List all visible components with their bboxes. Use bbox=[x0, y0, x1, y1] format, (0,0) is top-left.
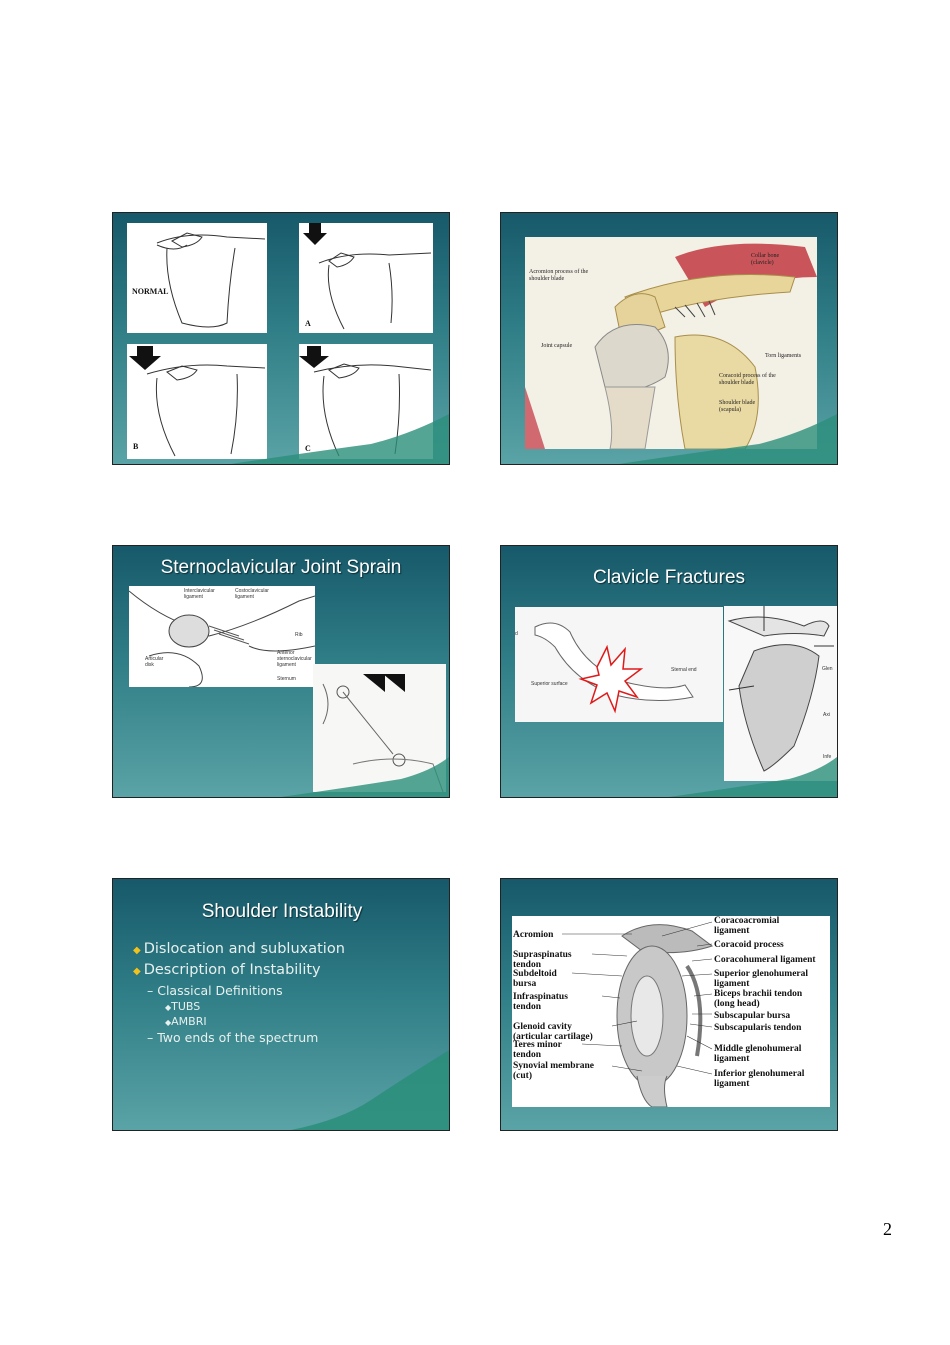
label-right: Coracoacromial ligament bbox=[714, 916, 780, 936]
diamond-bullet-icon: ◆ bbox=[165, 1003, 172, 1012]
label-costoclavicular: Costoclavicular ligament bbox=[235, 588, 269, 600]
label-acromion: Acromion process of the shoulder blade bbox=[529, 269, 589, 282]
label-sternum: Sternum bbox=[277, 676, 296, 682]
shoulder-anatomy-illustration: Acromion process of the shoulder blade C… bbox=[525, 237, 817, 449]
label-left: Synovial membrane (cut) bbox=[513, 1061, 595, 1081]
slide-2: Acromion process of the shoulder blade C… bbox=[500, 212, 838, 465]
panel-label: C bbox=[305, 444, 311, 453]
sternoclavicular-diagram: Interclavicular ligament Costoclavicular… bbox=[129, 586, 315, 687]
label-sternal-end: Sternal end bbox=[671, 667, 697, 673]
label-right: Biceps brachii tendon (long head) bbox=[714, 989, 803, 1009]
impact-drawing bbox=[322, 674, 444, 792]
slide-wave-decoration bbox=[291, 1050, 449, 1130]
slide-title: Clavicle Fractures bbox=[592, 567, 746, 588]
label-right: Coracoid process bbox=[714, 940, 784, 950]
label-d: d bbox=[515, 631, 518, 637]
label-right: Subscapularis tendon bbox=[714, 1023, 802, 1033]
bullet-item: ◆Dislocation and subluxation bbox=[133, 941, 345, 957]
label-articular: Articular disk bbox=[145, 656, 164, 668]
shoulder-sketch-b bbox=[129, 346, 266, 457]
panel-label: NORMAL bbox=[132, 287, 169, 296]
label-axi: Axi bbox=[823, 712, 830, 718]
panel-b: B bbox=[127, 344, 267, 459]
label-left: Teres minor tendon bbox=[513, 1040, 562, 1060]
label-collar-bone: Collar bone (clavicle) bbox=[751, 253, 780, 266]
label-interclavicular: Interclavicular ligament bbox=[184, 588, 215, 600]
clavicle-fracture-diagram: Sternal end Superior surface d bbox=[515, 607, 723, 722]
sub-sub-bullet-item: ◆TUBS bbox=[165, 1000, 201, 1013]
label-left: Acromion bbox=[513, 930, 554, 940]
sub-bullet-item: – Classical Definitions bbox=[147, 983, 283, 998]
label-torn-ligaments: Torn ligaments bbox=[765, 353, 802, 359]
slide-title: Sternoclavicular Joint Sprain bbox=[160, 557, 402, 578]
shoulder-sketch-c bbox=[299, 346, 432, 457]
diamond-bullet-icon: ◆ bbox=[165, 1018, 172, 1027]
scapula-diagram: Glen Axi Infe bbox=[724, 606, 837, 781]
label-right: Inferior glenohumeral ligament bbox=[714, 1069, 805, 1089]
slide-wave-decoration bbox=[231, 414, 449, 464]
label-right: Middle glenohumeral ligament bbox=[714, 1044, 802, 1064]
impact-diagram bbox=[313, 664, 446, 792]
label-right: Subscapular bursa bbox=[714, 1011, 791, 1021]
slide-5: Shoulder Instability ◆Dislocation and su… bbox=[112, 878, 450, 1131]
slide-wave-decoration bbox=[281, 757, 449, 797]
slide-6: Acromion Supraspinatus tendon Subdeltoid… bbox=[500, 878, 838, 1131]
slide-wave-decoration bbox=[669, 757, 837, 797]
diamond-bullet-icon: ◆ bbox=[133, 966, 141, 977]
label-coracoid: Coracoid process of the shoulder blade bbox=[719, 373, 776, 386]
label-left: Glenoid cavity (articular cartilage) bbox=[513, 1022, 593, 1042]
slide-3: Sternoclavicular Joint Sprain Interclavi… bbox=[112, 545, 450, 798]
bullet-list: ◆Dislocation and subluxation ◆Descriptio… bbox=[133, 941, 345, 1047]
label-right: Coracohumeral ligament bbox=[714, 955, 816, 965]
sternoclavicular-drawing bbox=[129, 590, 315, 687]
label-infe: Infe bbox=[823, 754, 832, 760]
scapula-drawing bbox=[727, 606, 834, 772]
page-number: 2 bbox=[883, 1219, 892, 1239]
diamond-bullet-icon: ◆ bbox=[133, 945, 141, 956]
panel-label: B bbox=[133, 442, 139, 451]
label-left: Infraspinatus tendon bbox=[513, 992, 568, 1012]
label-joint-capsule: Joint capsule bbox=[541, 343, 573, 349]
panel-label: A bbox=[305, 319, 311, 328]
label-glen: Glen bbox=[822, 666, 833, 672]
slide-1: NORMAL A B C bbox=[112, 212, 450, 465]
bullet-item: ◆Description of Instability bbox=[133, 962, 321, 978]
glenohumeral-diagram: Acromion Supraspinatus tendon Subdeltoid… bbox=[512, 916, 830, 1107]
shoulder-anatomy-drawing bbox=[525, 243, 817, 449]
label-anterior: Anterior sternoclavicular ligament bbox=[277, 650, 312, 668]
panel-a: A bbox=[299, 223, 433, 333]
slide-title: Shoulder Instability bbox=[201, 901, 363, 922]
label-right: Superior glenohumeral ligament bbox=[714, 969, 809, 989]
label-scapula: Shoulder blade (scapula) bbox=[719, 400, 756, 413]
label-left: Subdeltoid bursa bbox=[513, 969, 557, 989]
sub-sub-bullet-item: ◆AMBRI bbox=[165, 1015, 207, 1028]
label-superior-surface: Superior surface bbox=[531, 681, 568, 687]
shoulder-sketch-normal bbox=[156, 232, 266, 328]
shoulder-sketch-a bbox=[303, 223, 432, 330]
label-left: Supraspinatus tendon bbox=[513, 950, 572, 970]
sub-bullet-item: – Two ends of the spectrum bbox=[147, 1030, 319, 1045]
label-rib: Rib bbox=[295, 632, 303, 638]
panel-normal: NORMAL bbox=[127, 223, 267, 333]
clavicle-drawing bbox=[534, 622, 694, 714]
slide-wave-decoration bbox=[619, 414, 837, 464]
slide-4: Clavicle Fractures Sternal end Superior … bbox=[500, 545, 838, 798]
